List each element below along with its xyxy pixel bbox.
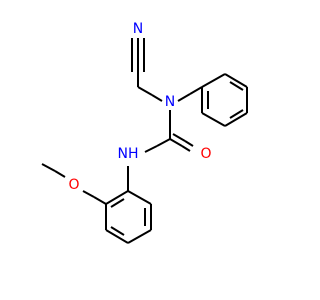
bond-n-phenyl-c: [189, 86, 203, 95]
bonds: [41, 38, 248, 244]
amide-nh-label: NH: [118, 146, 139, 162]
carbonyl-bond-c-1: [169, 138, 183, 147]
aryl-bond-6: [105, 190, 129, 205]
phenyl-bond-2-inner: [229, 81, 244, 91]
bond-aryl-o-c: [93, 196, 107, 205]
phenyl-bond-5: [201, 112, 226, 127]
phenyl-bond-4: [224, 112, 248, 127]
bond-carbonyl-nh-n: [144, 145, 158, 153]
phenyl-bond-2: [224, 73, 248, 88]
carbonyl-bond-c-2: [172, 133, 186, 142]
bond-n-phenyl-n: [177, 93, 191, 102]
phenyl-bond-1: [201, 73, 226, 88]
aryl-bond-1: [127, 190, 152, 205]
aryl-bond-4-inner: [110, 226, 125, 236]
aryl-bond-3: [127, 229, 152, 244]
nitrile-nitrogen-label: N: [133, 21, 143, 37]
atom-labels: N N NH O O: [68, 21, 211, 193]
bond-aryl-o-o: [82, 190, 95, 198]
bond-carbonyl-nh-c: [156, 138, 171, 147]
bond-ch2-n-nitrogen: [151, 94, 163, 102]
carbonyl-oxygen-label: O: [200, 146, 211, 162]
amine-nitrogen-label: N: [165, 94, 175, 110]
bond-o-methyl-o: [54, 170, 66, 178]
carbonyl-bond-o-1: [181, 145, 191, 152]
molecule-structure: N N NH O O: [41, 21, 248, 244]
aryl-bond-6-inner: [110, 198, 125, 208]
bond-o-methyl-c: [41, 163, 56, 172]
phenyl-bond-4-inner: [229, 109, 244, 119]
carbonyl-bond-o-2: [184, 140, 194, 147]
bond-ch2-n-carbon: [137, 86, 153, 96]
methoxy-oxygen-label: O: [68, 177, 79, 193]
aryl-bond-4: [105, 229, 129, 244]
